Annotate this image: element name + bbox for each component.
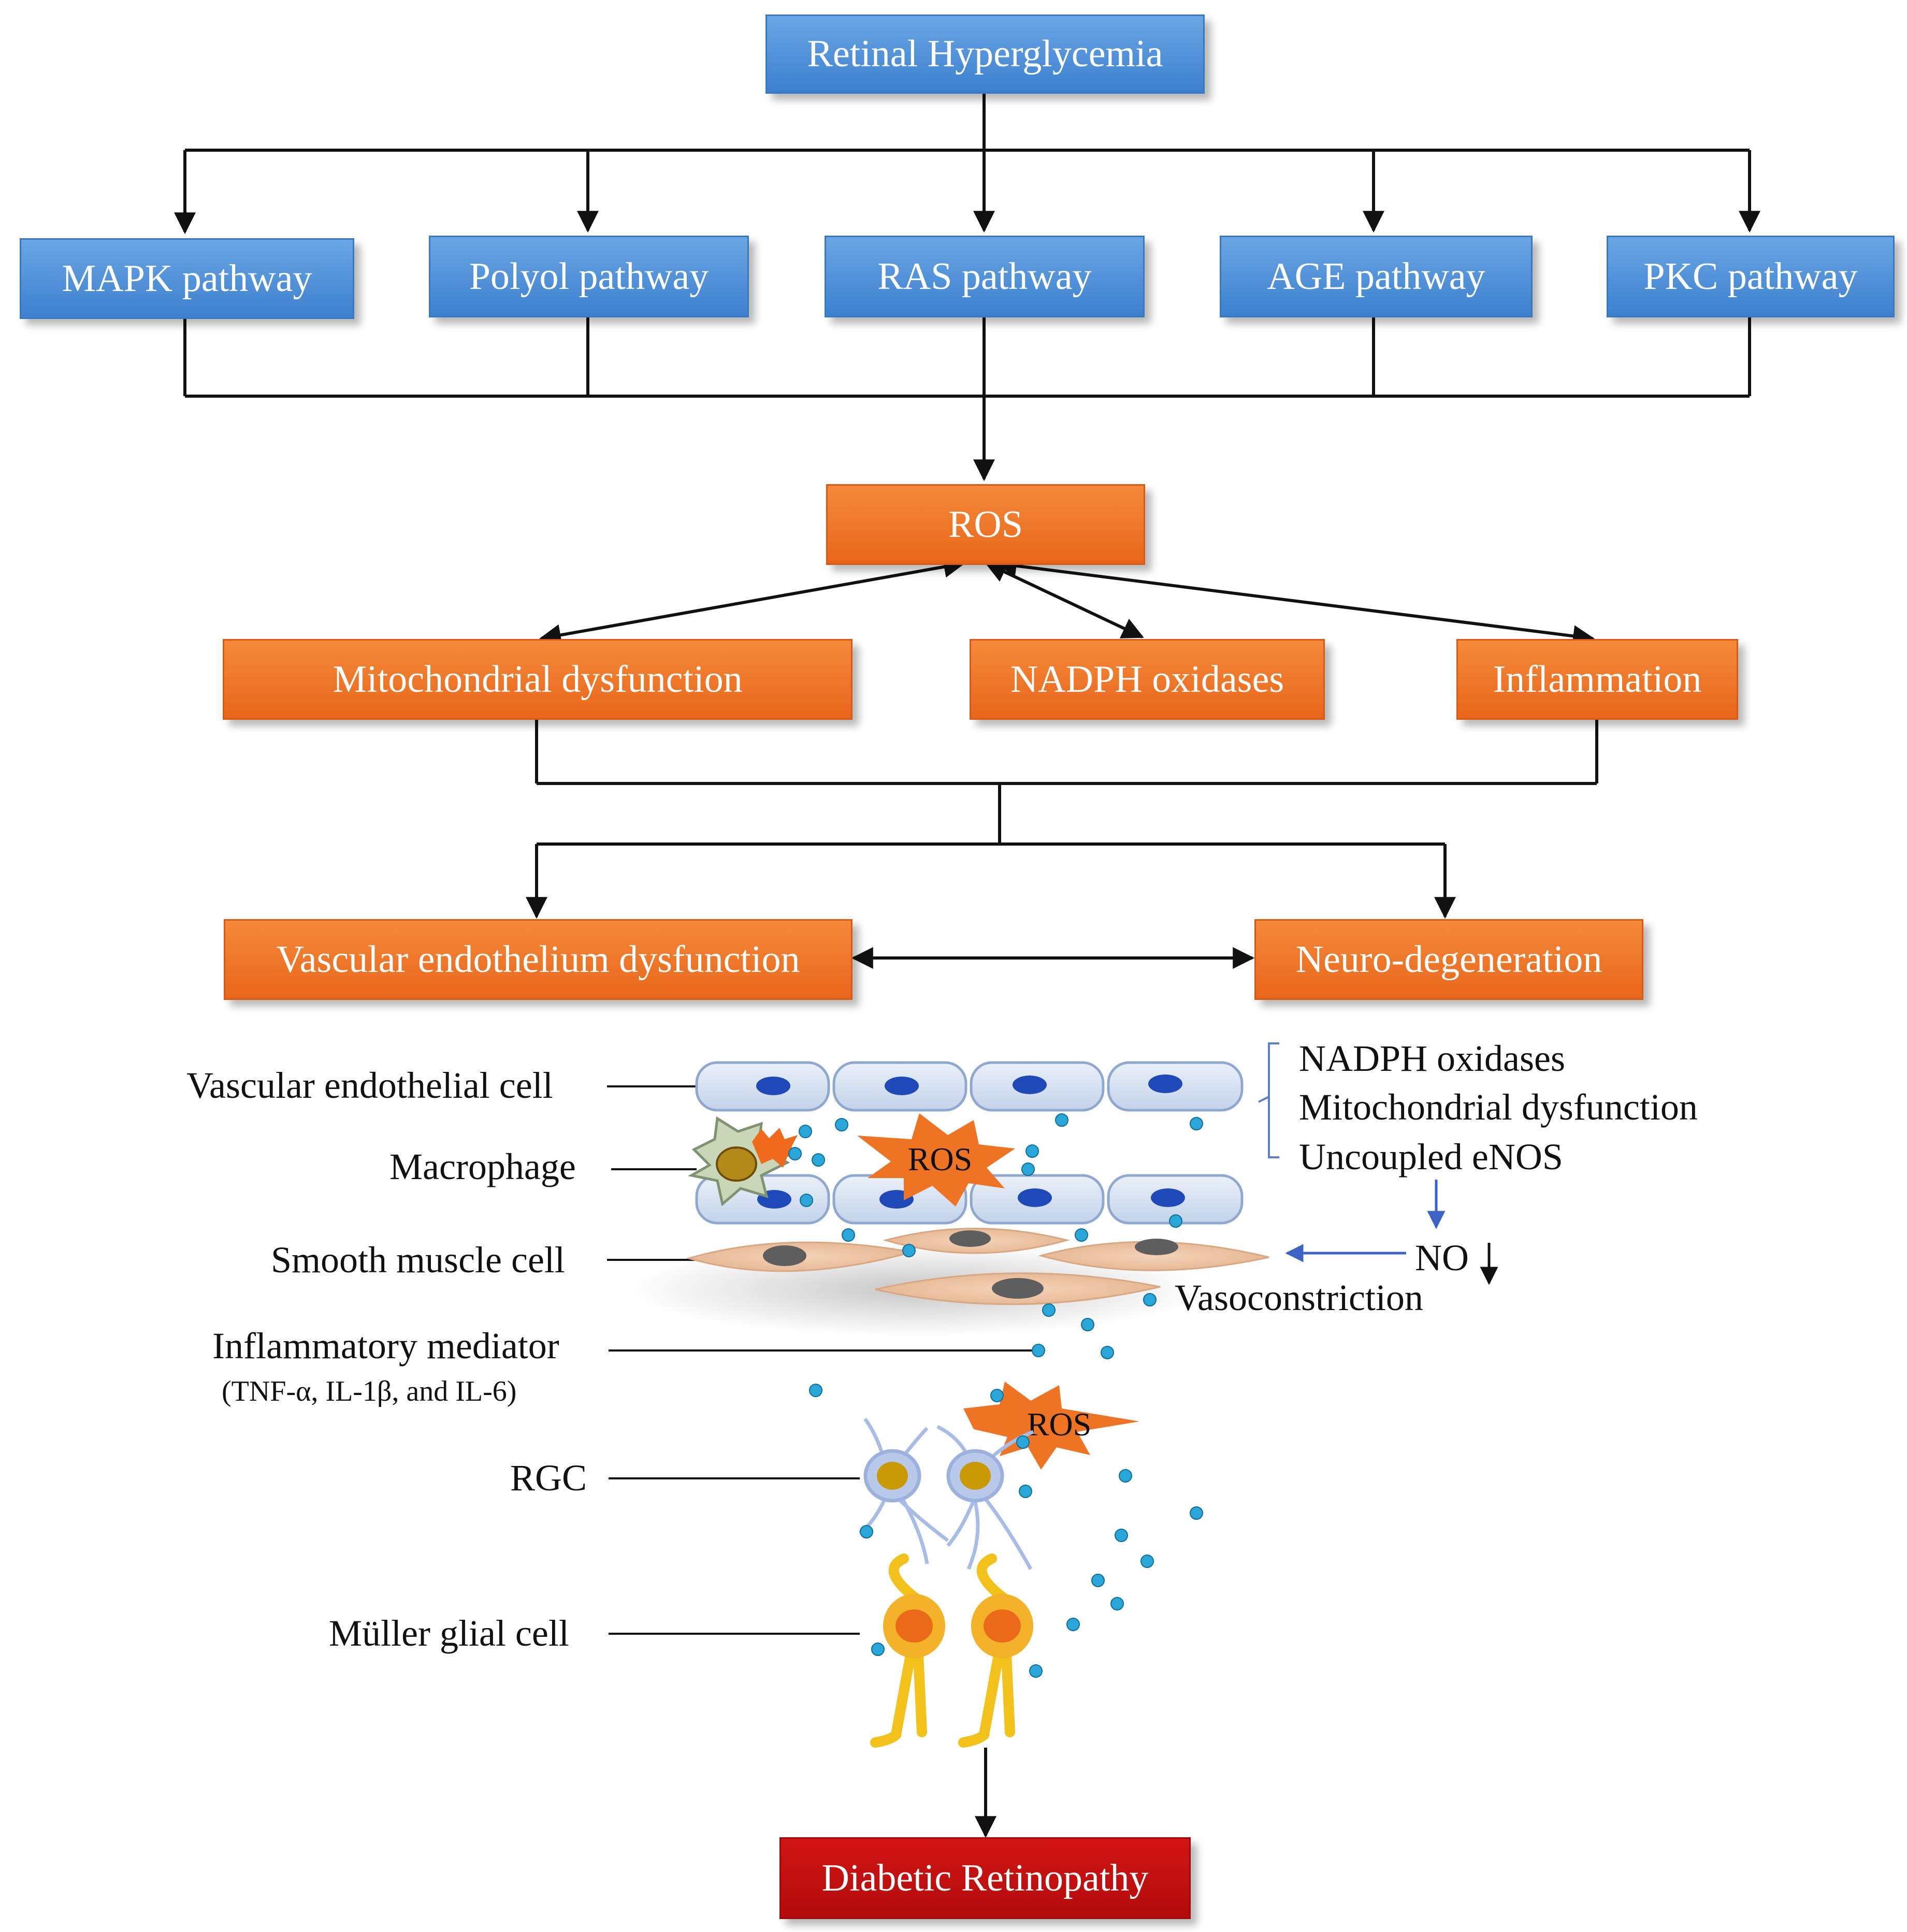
source-nadph-oxidases: NADPH oxidases [1299, 1038, 1565, 1079]
macrophage-cell [687, 1116, 802, 1207]
ros-box: ROS [826, 484, 1145, 565]
nucleus [1013, 1076, 1047, 1094]
smooth-muscle-cell [1038, 1241, 1269, 1271]
ros-nadph-arrow [985, 562, 1144, 638]
macrophage-label: Macrophage [389, 1146, 576, 1187]
label-leaders [607, 1085, 1041, 1635]
ros-burst-upper: ROS [857, 1113, 1015, 1207]
polyol-pathway-box: Polyol pathway [429, 236, 749, 317]
nucleus [1148, 1074, 1182, 1093]
rgc-label: RGC [510, 1457, 587, 1499]
inflammation-box: Inflammation [1456, 639, 1738, 720]
ras-pathway-box: RAS pathway [825, 236, 1145, 317]
ros-mito-arrow [539, 556, 966, 646]
retinal-hyperglycemia-box: Retinal Hyperglycemia [765, 14, 1205, 94]
ros-inflam-arrow [994, 555, 1595, 647]
pkc-pathway-box: PKC pathway [1607, 236, 1895, 317]
nadph-oxidases-box: NADPH oxidases [970, 639, 1325, 720]
ros-burst-lower: ROS [963, 1382, 1139, 1470]
inflammatory-mediator-label: Inflammatory mediator [212, 1325, 559, 1367]
vascular-endothelium-dysfunction-box: Vascular endothelium dysfunction [224, 919, 853, 1000]
muller-glial-cell-label: Müller glial cell [329, 1613, 569, 1654]
vasoconstriction-label: Vasoconstriction [1175, 1277, 1423, 1318]
cell-illustration: ROS ROS [627, 1042, 1498, 1748]
source-mitochondrial-dysfunction: Mitochondrial dysfunction [1299, 1086, 1698, 1128]
source-uncoupled-enos: Uncoupled eNOS [1299, 1136, 1563, 1178]
inflammatory-mediator-sublabel: (TNF-α, IL-1β, and IL-6) [222, 1375, 517, 1407]
endothelial-row-top [695, 1061, 1244, 1112]
endothelial-row-bottom [695, 1174, 1244, 1225]
ros-burst-upper-label: ROS [908, 1141, 973, 1178]
ros-burst-lower-label: ROS [1027, 1406, 1092, 1443]
smooth-muscle-layer [686, 1228, 1269, 1305]
neuro-degeneration-box: Neuro-degeneration [1254, 919, 1643, 1000]
nucleus [885, 1077, 919, 1095]
mapk-pathway-box: MAPK pathway [20, 238, 354, 319]
sources-bracket [1258, 1042, 1279, 1158]
no-label: NO [1415, 1237, 1469, 1279]
vascular-endothelial-cell-label: Vascular endothelial cell [186, 1065, 553, 1106]
pathway-connectors [174, 91, 1760, 1838]
nucleus [756, 1077, 790, 1095]
nucleus [1151, 1188, 1185, 1207]
rgc-cells [858, 1417, 1034, 1570]
diabetic-retinopathy-box: Diabetic Retinopathy [779, 1837, 1191, 1919]
nucleus [1018, 1188, 1052, 1207]
mitochondrial-dysfunction-box: Mitochondrial dysfunction [223, 639, 853, 720]
smooth-muscle-cell-label: Smooth muscle cell [271, 1239, 565, 1281]
inflammatory-dots [788, 1113, 1203, 1678]
muller-cells [870, 1553, 1033, 1748]
age-pathway-box: AGE pathway [1220, 236, 1533, 317]
